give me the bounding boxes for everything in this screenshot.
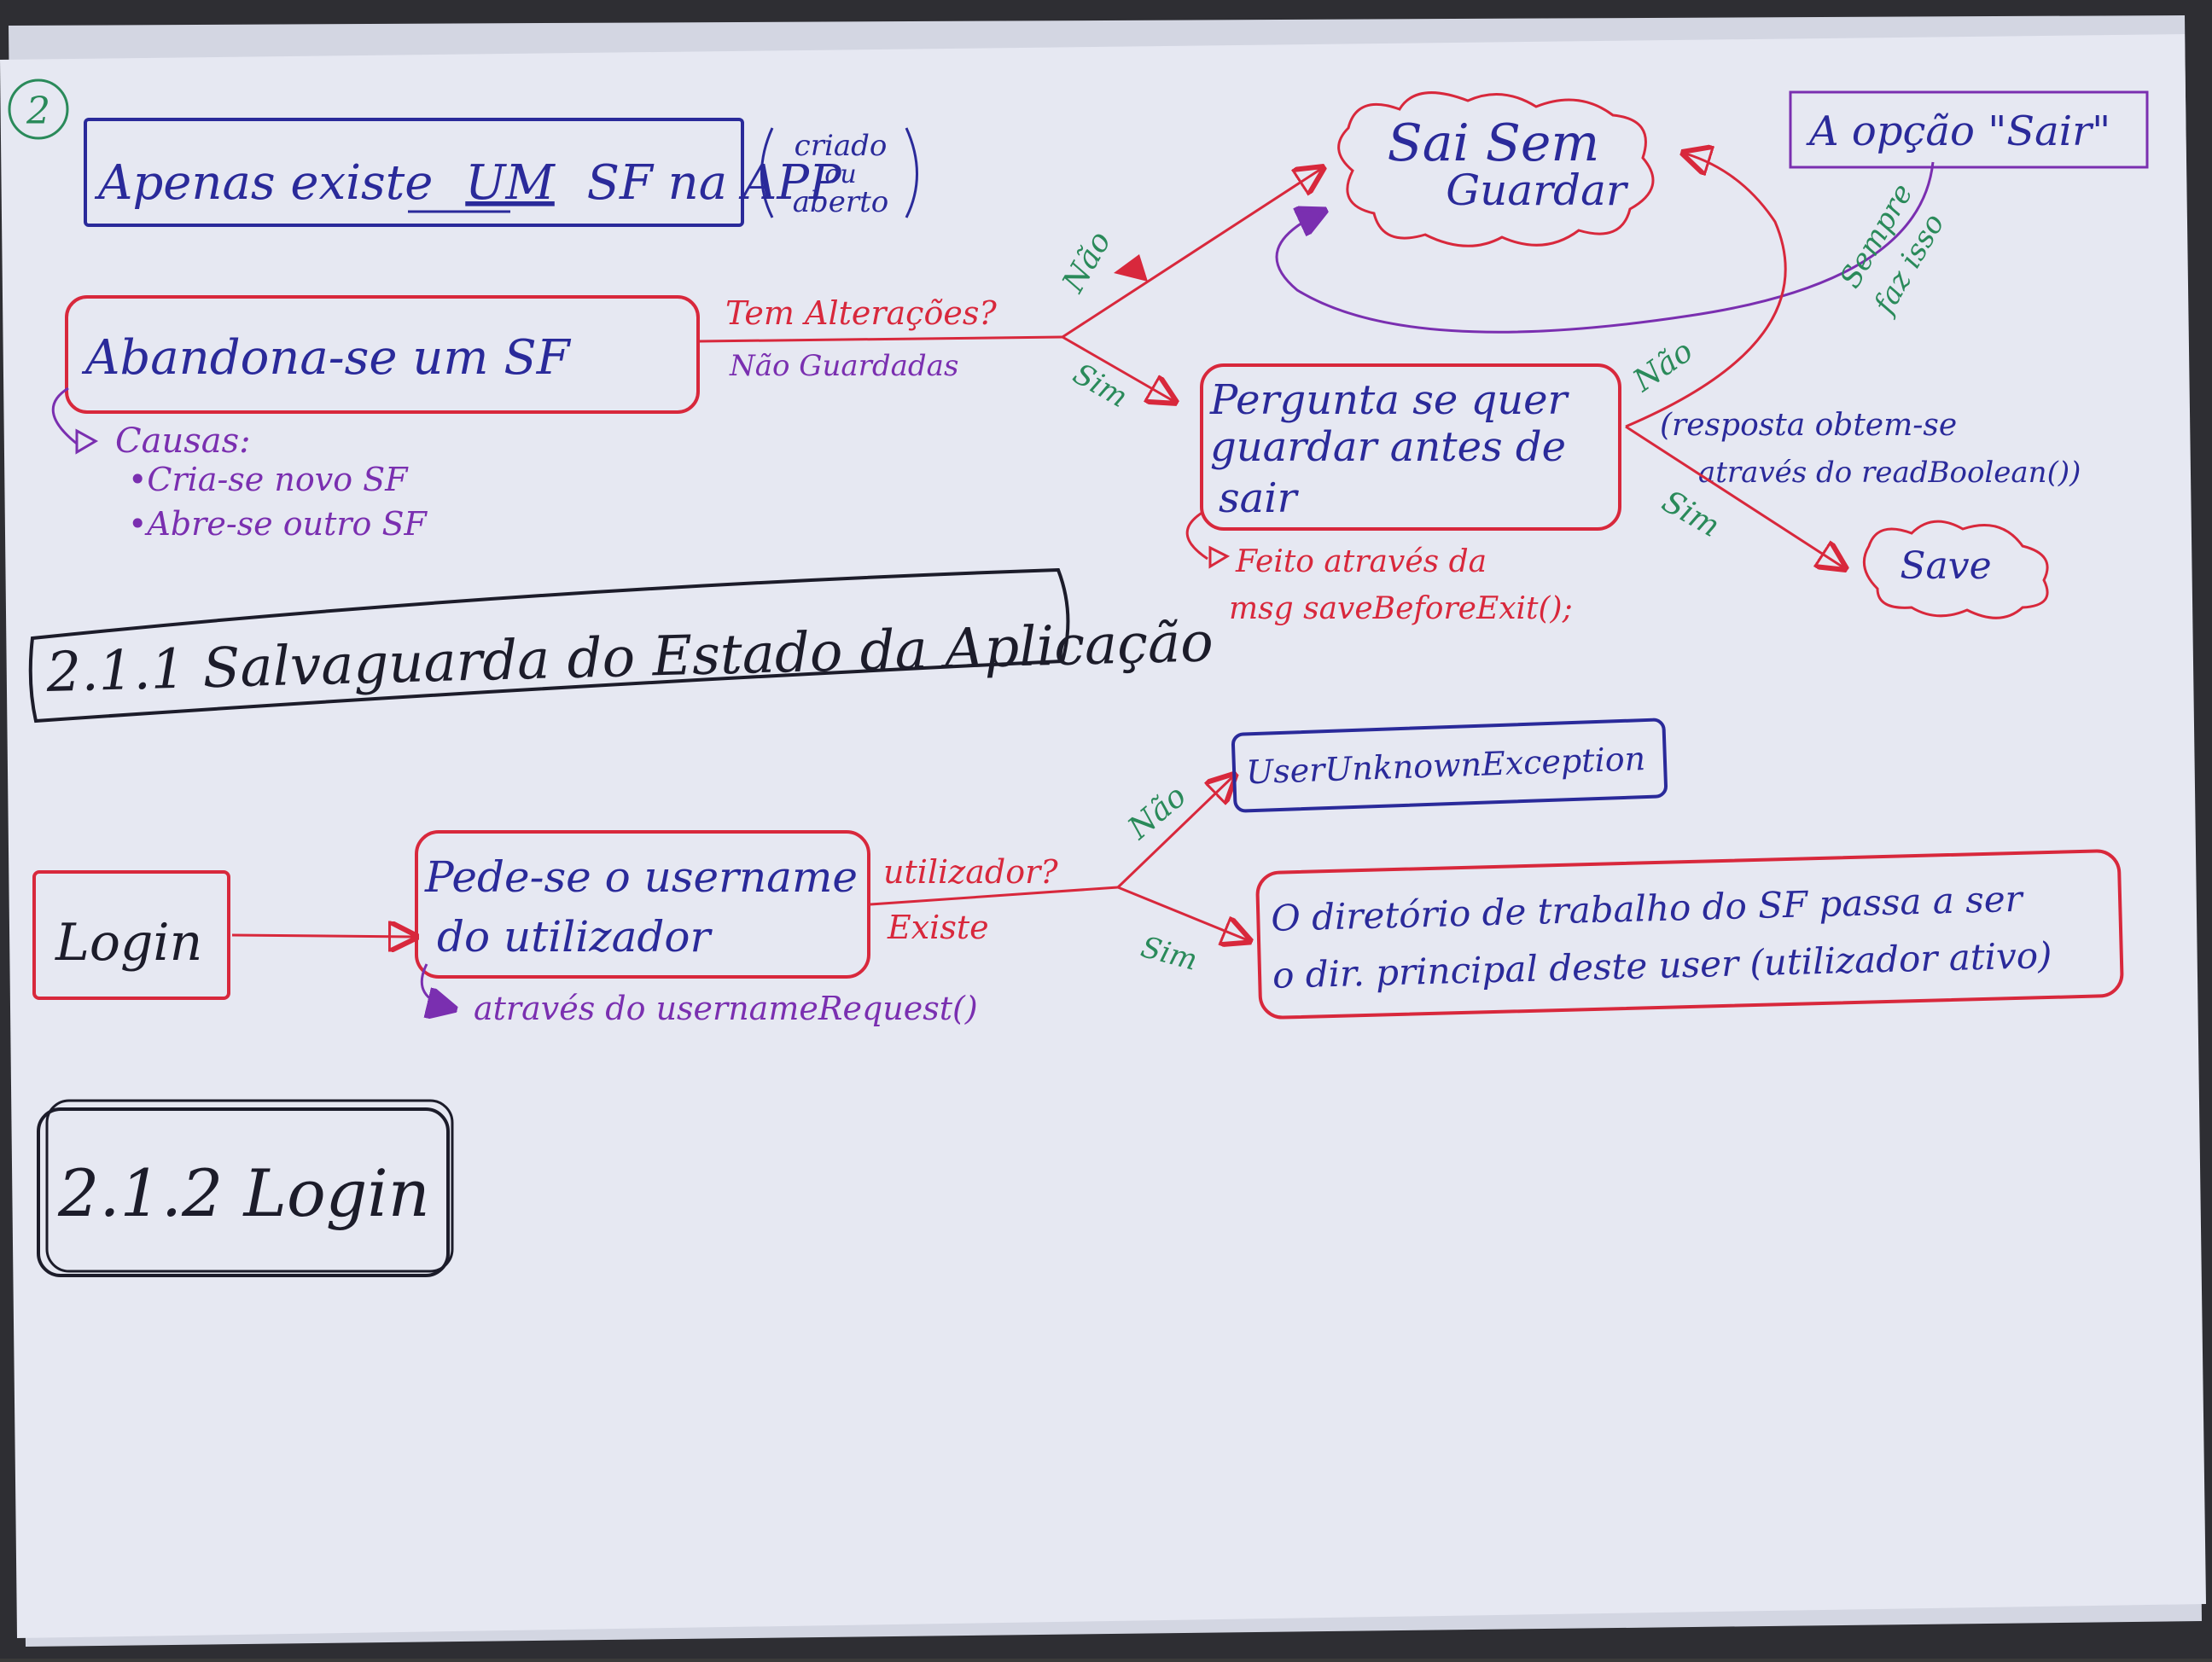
nao-arrow-2: [1625, 154, 1787, 428]
nao-arrow-mid: [1114, 254, 1148, 282]
abandon-box: Abandona-se um SF Causas: •Cria-se novo …: [51, 295, 700, 543]
paper-sheet: [0, 34, 2206, 1638]
single-sf-note: Apenas existe UM SF na APP criado ou abe…: [84, 118, 918, 227]
sai-line-2: Guardar: [1446, 166, 1629, 215]
sf-note-aside-2: ou: [824, 160, 856, 189]
sim-arrow-2: [1625, 425, 1843, 567]
sf-note-aside-3: aberto: [793, 185, 889, 219]
login-arrow: [231, 935, 414, 937]
exists-line-2: Existe: [887, 909, 989, 946]
resposta-line-1: (resposta obtem-se: [1660, 408, 1957, 443]
question-line-1: Tem Alterações?: [725, 294, 997, 332]
sf-note-suffix: SF na APP: [587, 155, 842, 211]
pergunta-note-1: Feito através da: [1235, 544, 1487, 579]
pergunta-line-1: Pergunta se quer: [1209, 376, 1570, 424]
page-number-text: 2: [26, 90, 50, 133]
login-box-text: Login: [55, 913, 202, 973]
sf-note-emphasis: UM: [465, 155, 556, 211]
ask-line-2: do utilizador: [437, 912, 713, 962]
save-text: Save: [1900, 544, 1991, 588]
sai-line-1: Sai Sem: [1388, 113, 1600, 173]
pergunta-line-2: guardar antes de: [1210, 423, 1566, 471]
ask-note: através do usernameRequest(): [474, 990, 978, 1027]
heading-2-text: 2.1.2 Login: [57, 1155, 430, 1231]
login-flow: Login Pede-se o username do utilizador a…: [32, 718, 2124, 1027]
cause-1: •Cria-se novo SF: [128, 461, 409, 498]
pergunta-note-2: msg saveBeforeExit();: [1229, 591, 1573, 626]
pergunta-box: Pergunta se quer guardar antes de sair F…: [1185, 363, 1621, 626]
sim-arrow-3: [1117, 886, 1248, 940]
save-cloud: Save: [1862, 520, 2049, 619]
nao-arrow-3: [1116, 776, 1233, 889]
exists-line-1: utilizador?: [883, 853, 1058, 891]
resposta-line-2: através do readBoolean()): [1698, 456, 2081, 490]
abandon-text: Abandona-se um SF: [81, 330, 572, 386]
sf-note-prefix: Apenas existe: [94, 155, 433, 211]
opcao-sair-text: A opção "Sair": [1806, 108, 2110, 155]
changes-question: Tem Alterações? Não Guardadas: [699, 294, 1063, 383]
ask-line-1: Pede-se o username: [424, 852, 858, 902]
question-line-2: Não Guardadas: [729, 349, 958, 383]
sempre-arrow: [1275, 161, 1935, 334]
sim-arrow: [1062, 335, 1173, 401]
sf-note-aside-1: criado: [795, 129, 888, 163]
causes-title: Causas:: [115, 421, 251, 461]
pergunta-line-3: sair: [1219, 474, 1300, 522]
opcao-sair-box: A opção "Sair": [1789, 90, 2149, 169]
page-number: 2: [8, 78, 69, 140]
nao-arrow: [1062, 169, 1321, 339]
sai-sem-guardar-cloud: Sai Sem Guardar: [1337, 91, 1655, 247]
section-heading-2-1-2: 2.1.2 Login: [37, 1099, 454, 1277]
svg-text:Apenas existe UM S: Apenas existe UM SF na APP: [94, 155, 842, 211]
cause-2: •Abre-se outro SF: [128, 505, 428, 543]
